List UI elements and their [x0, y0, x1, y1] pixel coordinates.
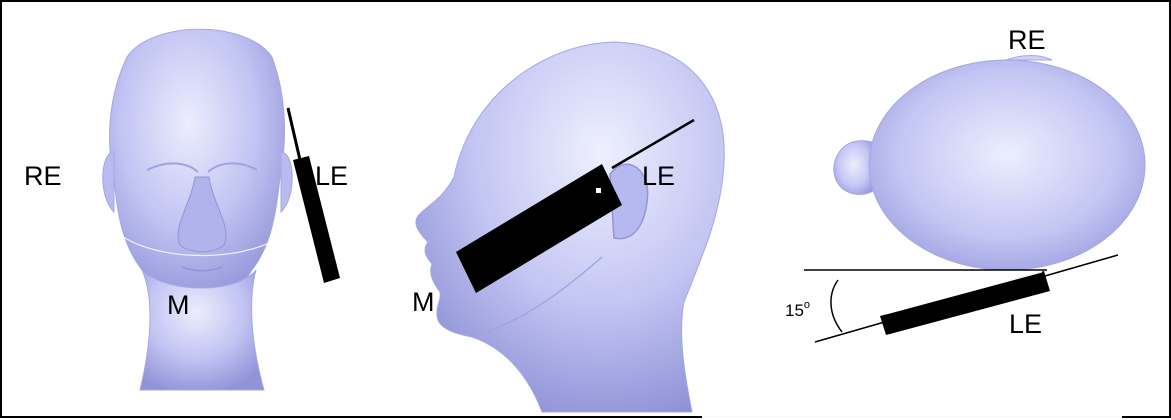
- front-re-label: RE: [24, 161, 62, 191]
- front-le-label: LE: [315, 161, 348, 191]
- front-nose: [177, 176, 227, 253]
- front-neck: [139, 269, 265, 391]
- top-re-label: RE: [1008, 25, 1046, 55]
- front-m-label: M: [167, 290, 190, 320]
- top-nose: [833, 140, 875, 195]
- side-phone-antenna: [611, 118, 695, 170]
- front-view: [102, 28, 340, 391]
- top-view: [804, 55, 1146, 343]
- front-left-ear: [102, 151, 115, 214]
- front-phone-antenna: [286, 107, 302, 161]
- angle-degree-symbol: o: [804, 299, 810, 311]
- angle-value-label: 15o: [785, 299, 810, 320]
- side-view: [415, 41, 1122, 418]
- side-ear: [609, 163, 649, 240]
- front-jaw-line: [113, 229, 291, 256]
- top-le-label: LE: [1009, 309, 1042, 339]
- side-le-label: LE: [642, 161, 675, 191]
- side-jaw-line: [471, 256, 603, 338]
- angle-value: 15: [785, 301, 804, 320]
- top-phone-body: [880, 271, 1050, 335]
- side-phone-button: [596, 188, 601, 193]
- front-lips: [181, 266, 223, 272]
- side-bottom-fade: [702, 362, 1122, 418]
- top-right-ear-bump: [1005, 55, 1053, 61]
- top-head: [868, 59, 1146, 271]
- top-phone-highlight: [885, 271, 1043, 315]
- front-brow: [146, 162, 258, 173]
- front-phone-body: [293, 156, 340, 283]
- side-m-label: M: [412, 287, 435, 317]
- angle-arc: [830, 279, 843, 333]
- side-phone-body: [456, 164, 622, 293]
- front-head: [109, 28, 286, 299]
- front-right-ear: [280, 151, 293, 214]
